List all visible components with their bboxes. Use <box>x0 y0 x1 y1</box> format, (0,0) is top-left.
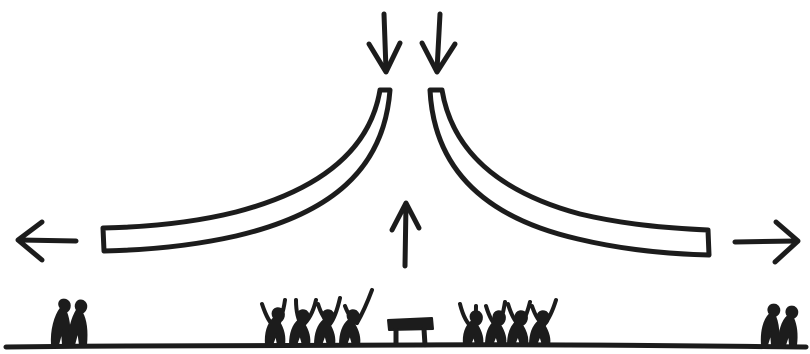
person-group-far-left <box>52 300 87 345</box>
altar-table <box>388 318 433 345</box>
left-curved-roof-wing <box>103 90 390 251</box>
outward-arrow-left <box>18 222 76 260</box>
outward-arrow-right <box>735 222 798 262</box>
crowd-right-of-altar <box>460 300 556 345</box>
downward-arrow-left <box>369 14 400 72</box>
crowd-left-of-altar <box>262 290 372 345</box>
ground-line <box>6 345 806 347</box>
person-group-far-right <box>762 305 797 345</box>
right-curved-roof-wing <box>430 90 709 255</box>
upward-arrow-center <box>392 203 419 266</box>
downward-arrow-right <box>422 14 455 72</box>
